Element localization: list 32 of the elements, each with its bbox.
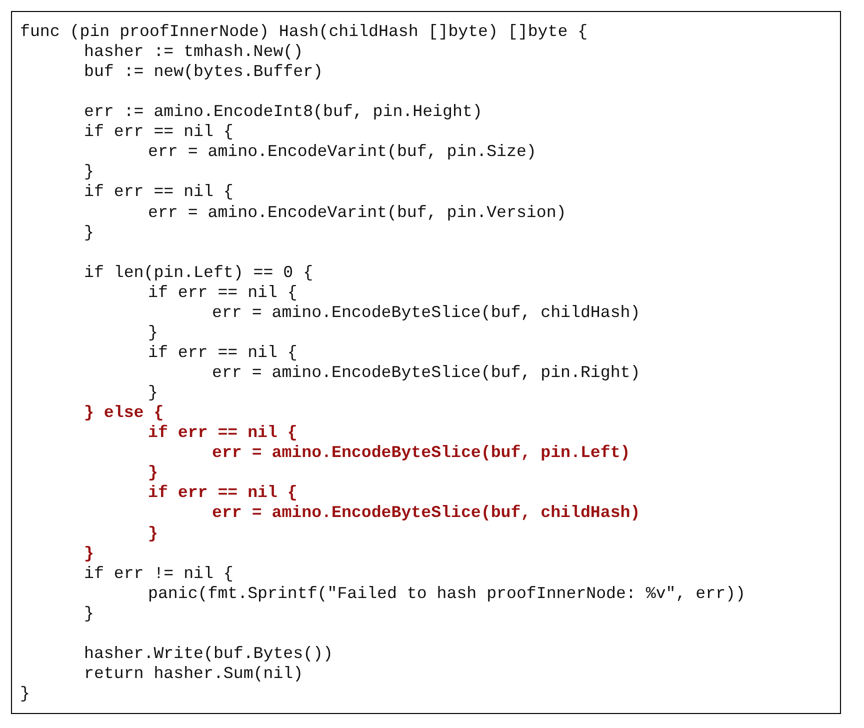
code-line: hasher.Write(buf.Bytes()) (84, 644, 333, 664)
code-line: if err == nil { (148, 483, 298, 504)
code-line: buf := new(bytes.Buffer) (84, 62, 323, 82)
code-line: if err != nil { (84, 564, 234, 584)
code-line: err = amino.EncodeVarint(buf, pin.Version) (148, 202, 566, 223)
code-line: err = amino.EncodeByteSlice(buf, pin.Right) (212, 363, 640, 384)
code-line: if err == nil { (148, 423, 298, 444)
code-line: panic(fmt.Sprintf("Failed to hash proofInnerNode: %v", err)) (148, 584, 746, 604)
code-line: if err == nil { (148, 342, 298, 363)
code-line: if err == nil { (148, 282, 298, 303)
code-line: err = amino.EncodeVarint(buf, pin.Size) (148, 142, 536, 162)
code-line: hasher := tmhash.New() (84, 42, 304, 62)
code-line: } else { (84, 403, 164, 424)
code-line: } (148, 322, 158, 343)
code-line: err = amino.EncodeByteSlice(buf, childHash) (212, 503, 640, 524)
code-line: func (pin proofInnerNode) Hash(childHash []byte) []byte { (20, 22, 588, 42)
code-line: if err == nil { (84, 122, 234, 142)
code-line: } (84, 604, 94, 624)
code-line: } (148, 383, 158, 404)
code-line: if len(pin.Left) == 0 { (84, 262, 314, 283)
code-line: return hasher.Sum(nil) (84, 664, 304, 684)
code-line: } (84, 162, 94, 182)
code-line: } (148, 463, 158, 484)
code-line: err = amino.EncodeByteSlice(buf, childHash) (212, 302, 640, 323)
code-line: } (148, 524, 158, 544)
code-line: } (20, 684, 30, 704)
code-line: err = amino.EncodeByteSlice(buf, pin.Left) (212, 443, 630, 464)
code-line: if err == nil { (84, 182, 234, 202)
code-line: } (84, 544, 94, 564)
code-listing-panel (11, 11, 841, 714)
code-line: err := amino.EncodeInt8(buf, pin.Height) (84, 102, 482, 122)
code-line: } (84, 222, 94, 243)
